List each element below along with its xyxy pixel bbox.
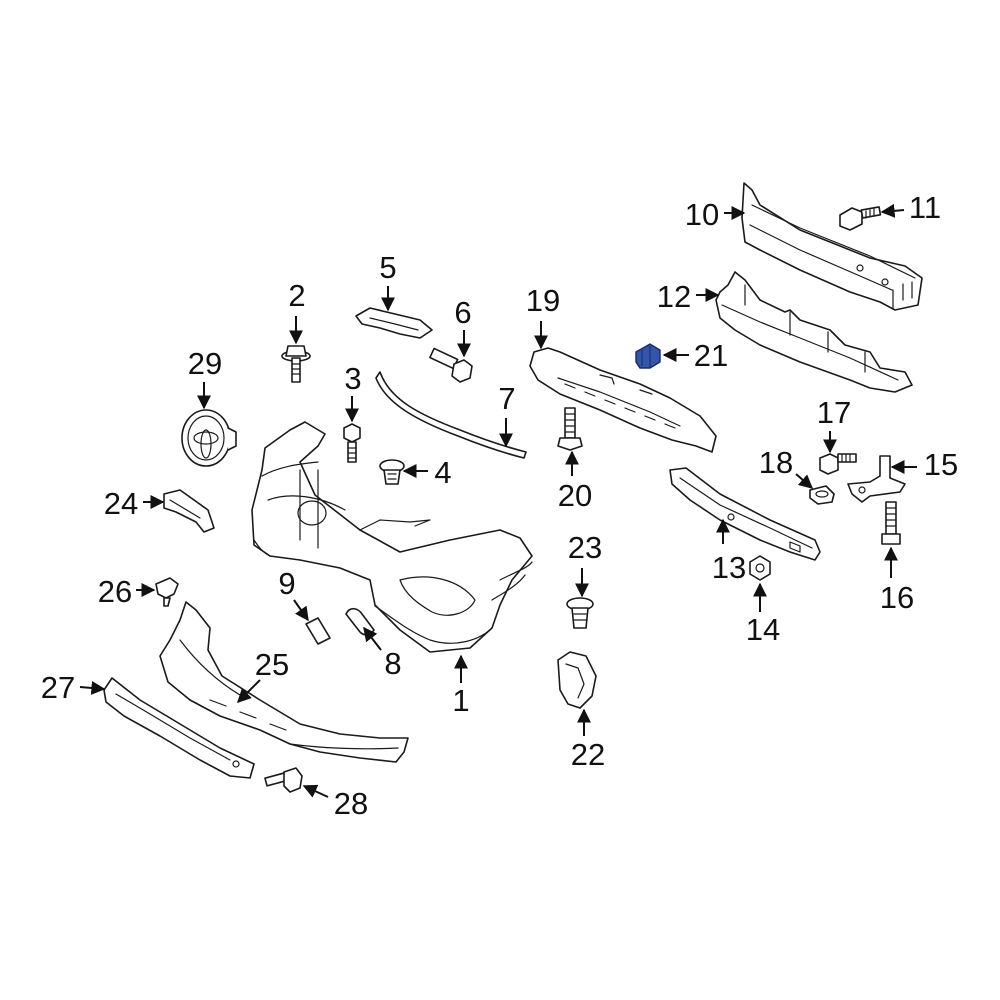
part-14-nut[interactable] [749,555,771,581]
leader-9 [293,599,309,622]
part-27-lower-trim[interactable] [103,677,255,779]
leader-lines [79,203,917,798]
leader-18 [795,473,814,489]
part-16-bolt[interactable] [881,501,901,545]
callout-12: 12 [657,279,691,314]
callout-27: 27 [41,670,75,705]
callout-28: 28 [334,786,368,821]
callout-17: 17 [817,395,851,430]
part-1-bumper-cover[interactable] [251,421,533,653]
callout-9: 9 [278,566,295,601]
part-18-clip-nut[interactable] [809,485,835,505]
callout-22: 22 [571,737,605,772]
callout-26: 26 [98,574,132,609]
callout-20: 20 [558,478,592,513]
part-21-bracket-highlighted[interactable] [635,343,661,369]
part-15-bracket[interactable] [847,455,906,503]
callout-8: 8 [384,646,401,681]
part-3-bolt[interactable] [343,423,361,463]
leader-27 [79,680,106,695]
callout-29: 29 [188,346,222,381]
part-10-reinforcement-beam[interactable] [741,182,923,311]
callout-11: 11 [909,190,941,225]
callout-25: 25 [255,647,289,682]
callout-21: 21 [694,338,728,373]
callout-24: 24 [104,486,138,521]
part-11-bolt[interactable] [839,206,882,231]
callout-13: 13 [712,550,746,585]
leader-25 [237,679,261,703]
part-12-energy-absorber[interactable] [715,271,913,393]
part-5-side-bracket[interactable] [355,307,433,339]
part-2-bolt[interactable] [281,345,311,383]
callout-18: 18 [759,445,793,480]
callout-16: 16 [880,580,914,615]
part-4-clip[interactable] [379,459,405,485]
leader-8 [363,626,382,651]
part-6-bolt[interactable] [429,347,473,383]
part-19-lower-support[interactable] [529,347,717,453]
part-13-lower-reinforcement[interactable] [669,467,821,561]
callout-6: 6 [454,295,471,330]
leader-11 [880,203,905,218]
callout-5: 5 [379,250,396,285]
callout-3: 3 [344,361,361,396]
part-9-insert[interactable] [305,617,331,645]
callout-numbers: 1 2 3 4 5 6 7 8 9 10 11 12 13 14 15 16 1… [41,190,958,821]
part-28-bolt[interactable] [264,767,303,793]
callout-19: 19 [526,283,560,318]
part-26-clip[interactable] [155,577,179,607]
part-29-emblem[interactable] [181,409,237,467]
part-8-insert[interactable] [345,607,375,636]
callout-14: 14 [746,612,780,647]
part-17-bolt[interactable] [819,453,857,475]
part-7-molding-strip[interactable] [375,371,527,459]
callout-1: 1 [452,683,469,718]
part-24-bracket[interactable] [163,489,215,533]
leader-28 [302,784,329,798]
callout-7: 7 [498,381,515,416]
part-25-lower-cover[interactable] [159,601,409,763]
callout-10: 10 [685,197,719,232]
part-20-bolt[interactable] [557,407,583,451]
part-22-bracket[interactable] [557,651,597,709]
callout-23: 23 [568,530,602,565]
part-23-clip[interactable] [566,597,594,629]
callout-4: 4 [434,455,451,490]
callout-15: 15 [924,447,958,482]
callout-2: 2 [288,278,305,313]
